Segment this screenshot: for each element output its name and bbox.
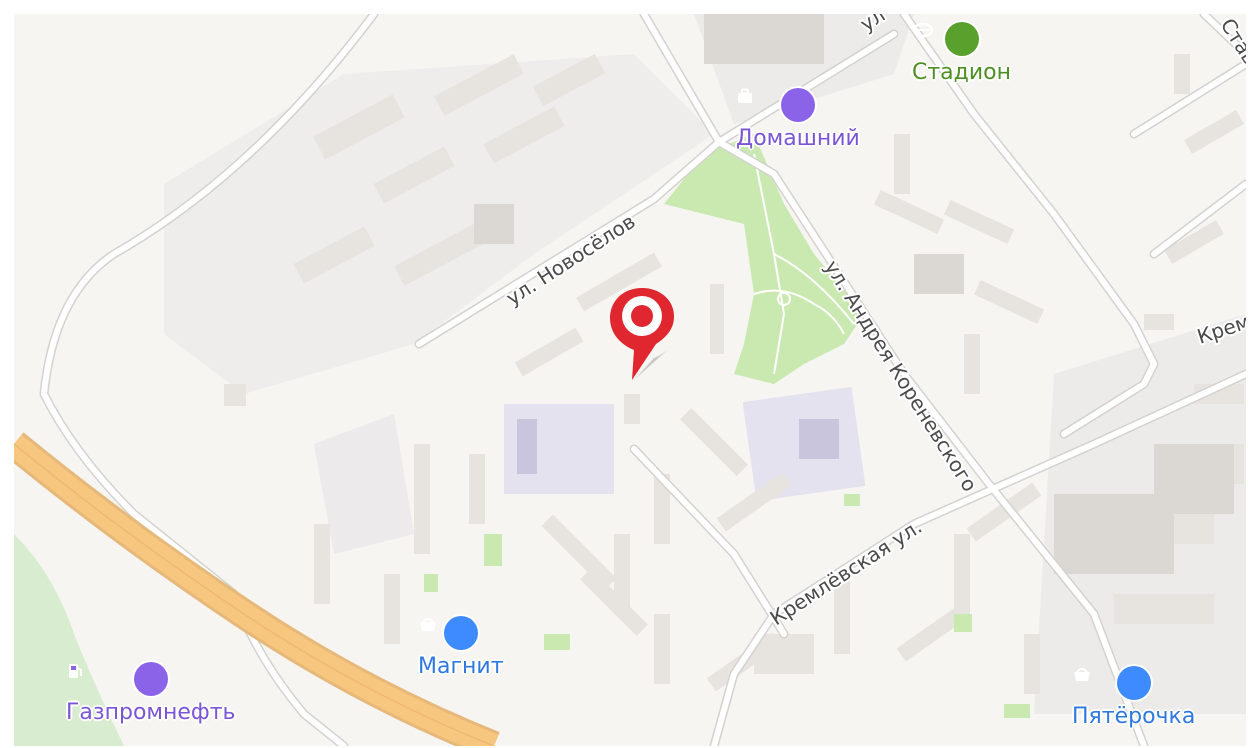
poi-label: Стадион	[912, 60, 1012, 85]
park-paths	[753, 153, 855, 375]
map-canvas[interactable]: ул. Новосёлов ул. Андрея Кореневского Кр…	[14, 14, 1246, 746]
buildings	[224, 53, 1244, 694]
poi-domashniy[interactable]: Домашний	[736, 88, 860, 151]
highway-divider	[14, 443, 495, 746]
map-view[interactable]: ул. Новосёлов ул. Андрея Кореневского Кр…	[14, 14, 1246, 746]
dark-buildings	[474, 14, 1234, 574]
poi-pyaterochka[interactable]: Пятёрочка	[1072, 666, 1195, 729]
green-patches	[424, 314, 1030, 718]
fuel-station-icon	[69, 662, 168, 696]
park	[664, 134, 864, 384]
building	[799, 419, 839, 459]
poi-label: Пятёрочка	[1072, 704, 1196, 729]
poi-label: Магнит	[418, 654, 504, 679]
residential-area	[314, 414, 414, 554]
green-area	[14, 534, 124, 746]
location-pin-icon[interactable]	[604, 284, 684, 384]
stadium-icon	[912, 22, 979, 56]
poi-label: Домашний	[736, 126, 860, 151]
poi-label: Газпромнефть	[66, 700, 236, 725]
poi-magnit[interactable]: Магнит	[418, 616, 504, 679]
poi-stadium[interactable]: Стадион	[912, 22, 1011, 85]
residential-area	[164, 54, 714, 394]
poi-gazpromneft[interactable]: Газпромнефть	[66, 662, 236, 725]
grocery-basket-icon	[420, 616, 478, 650]
shop-bag-icon	[738, 88, 815, 122]
roads	[41, 14, 1246, 746]
building	[517, 419, 537, 474]
grocery-basket-icon	[1074, 666, 1151, 700]
